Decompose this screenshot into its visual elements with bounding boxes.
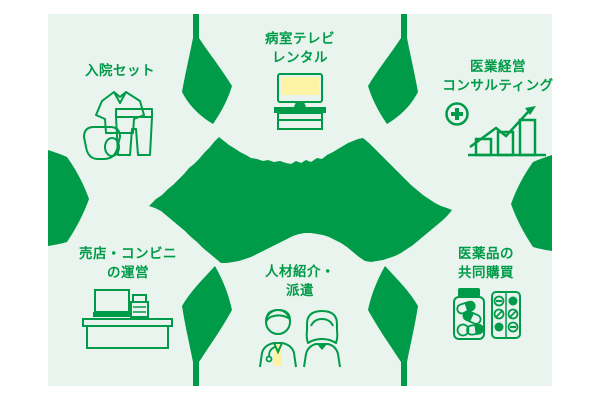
service-label: 人材紹介・ <box>265 264 335 280</box>
medicine-bottle-blister-icon <box>453 288 521 341</box>
ray-bottom-left <box>182 266 232 386</box>
service-label: 医薬品の <box>458 246 514 262</box>
service-consulting: 医業経営 コンサルティング <box>436 58 560 159</box>
center-blob-shape <box>149 137 452 263</box>
hospital-clothing-icon <box>83 90 153 160</box>
ray-top-left <box>182 14 232 124</box>
medical-staff-icon <box>259 309 341 368</box>
service-label: 共同購買 <box>458 264 514 281</box>
service-label: 売店・コンビニ <box>79 246 177 262</box>
service-label: 病室テレビ <box>265 31 335 47</box>
ray-top-right <box>368 14 418 124</box>
ray-left <box>48 150 89 246</box>
cash-register-counter-icon <box>81 289 173 350</box>
service-label: の運営 <box>107 264 149 281</box>
service-staffing: 人材紹介・ 派遣 <box>238 263 362 368</box>
service-tv-rental: 病室テレビ レンタル <box>238 30 362 131</box>
service-label: レンタル <box>272 49 328 66</box>
service-hospital-set: 入院セット <box>58 62 182 167</box>
ray-bottom-right <box>368 266 418 386</box>
growth-chart-medical-icon <box>445 102 546 157</box>
service-store-operation: 売店・コンビニ の運営 <box>66 245 190 350</box>
service-label: 医業経営 <box>470 59 526 75</box>
service-pharma-purchasing: 医薬品の 共同購買 <box>424 245 548 341</box>
tv-cart-icon <box>274 73 326 131</box>
ray-right <box>511 155 552 251</box>
service-label: 派遣 <box>286 282 314 299</box>
service-label: 入院セット <box>85 63 155 79</box>
service-label: コンサルティング <box>442 77 554 94</box>
